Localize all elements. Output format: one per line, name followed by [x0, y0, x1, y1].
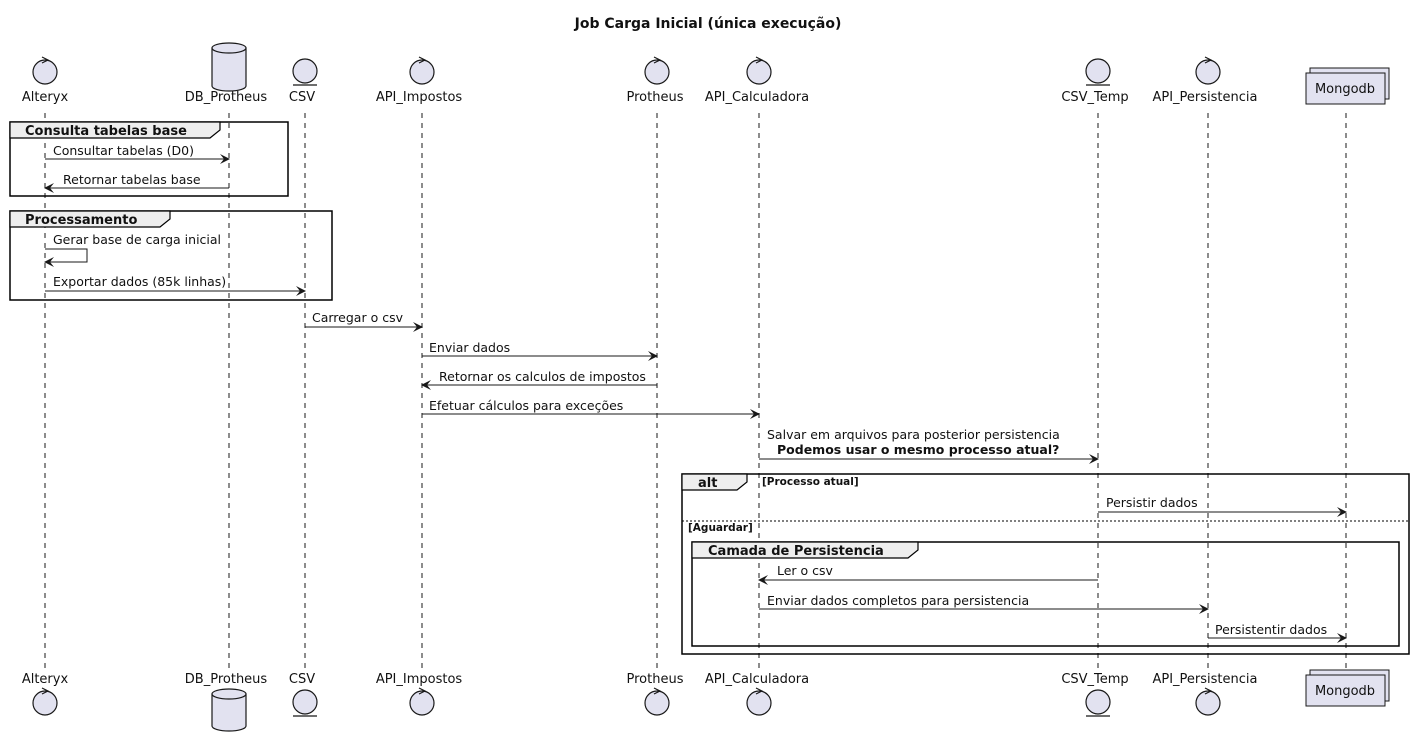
participant-label: CSV: [289, 672, 315, 687]
control-icon: [409, 690, 435, 716]
message-label: Retornar tabelas base: [63, 172, 201, 187]
participant-api-persistencia-top: API_Persistencia: [1152, 56, 1258, 105]
control-icon: [1195, 59, 1221, 85]
lifelines: [44, 113, 1347, 668]
participant-label: CSV: [289, 90, 315, 105]
participant-label: DB_Protheus: [185, 90, 268, 105]
message-label: Efetuar cálculos para exceções: [429, 398, 623, 413]
message-label: Persistir dados: [1106, 495, 1198, 510]
group-label: Camada de Persistencia: [708, 544, 884, 559]
message-label: Salvar em arquivos para posterior persis…: [767, 427, 1060, 442]
control-arrow-icon: [41, 56, 50, 64]
entity-icon: [292, 58, 318, 84]
participant-protheus-top: Protheus: [627, 56, 684, 105]
participant-label: Mongodb: [1315, 684, 1375, 699]
alt-else-condition: [Aguardar]: [688, 522, 753, 534]
group-consulta-tabelas-base: Consulta tabelas base: [9, 121, 289, 197]
control-icon: [644, 690, 670, 716]
control-icon: [746, 59, 772, 85]
participant-csv-temp-top: CSV_Temp: [1061, 58, 1129, 105]
entity-icon: [1085, 58, 1111, 84]
participant-label: Protheus: [627, 672, 684, 687]
message-label: Carregar o csv: [312, 310, 404, 325]
diagram-title: Job Carga Inicial (única execução): [574, 16, 842, 32]
participant-api-calculadora-bottom: API_Calculadora: [705, 672, 809, 716]
participant-label: API_Persistencia: [1152, 90, 1257, 105]
participant-label: CSV_Temp: [1061, 90, 1128, 105]
participant-alteryx-bottom: Alteryx: [22, 672, 69, 716]
participant-label: API_Impostos: [376, 90, 463, 105]
participant-db-protheus-top: DB_Protheus: [185, 42, 268, 105]
message-label: Enviar dados: [429, 340, 510, 355]
participant-mongodb-bottom: Mongodb: [1305, 669, 1390, 707]
message-label-note: Podemos usar o mesmo processo atual?: [777, 442, 1059, 457]
participant-label: Alteryx: [22, 90, 69, 105]
control-icon: [409, 59, 435, 85]
participant-alteryx-top: Alteryx: [22, 56, 69, 105]
group-alt: alt [Processo atual] [Aguardar]: [681, 473, 1410, 655]
message-label: Ler o csv: [777, 563, 834, 578]
participant-csv-bottom: CSV: [289, 672, 318, 717]
group-label: Consulta tabelas base: [25, 124, 187, 139]
message-label: Retornar os calculos de impostos: [439, 369, 646, 384]
participant-db-protheus-bottom: DB_Protheus: [185, 672, 268, 732]
participant-label: API_Calculadora: [705, 672, 809, 687]
participant-label: DB_Protheus: [185, 672, 268, 687]
participant-csv-top: CSV: [289, 58, 318, 105]
participant-label: Mongodb: [1315, 82, 1375, 97]
group-label: Processamento: [25, 213, 137, 228]
participant-api-impostos-top: API_Impostos: [376, 56, 463, 105]
participant-csv-temp-bottom: CSV_Temp: [1061, 672, 1129, 717]
participant-protheus-bottom: Protheus: [627, 672, 684, 716]
group-camada-de-persistencia: Camada de Persistencia: [691, 541, 1400, 647]
control-icon: [644, 59, 670, 85]
participant-label: API_Persistencia: [1152, 672, 1257, 687]
participant-label: Protheus: [627, 90, 684, 105]
message-label: Consultar tabelas (D0): [53, 143, 194, 158]
control-icon: [746, 690, 772, 716]
participant-label: Alteryx: [22, 672, 69, 687]
control-icon: [32, 59, 58, 85]
entity-icon: [292, 689, 318, 715]
message-label: Enviar dados completos para persistencia: [767, 593, 1029, 608]
message-self-arrow: [44, 248, 88, 267]
participant-api-impostos-bottom: API_Impostos: [376, 672, 463, 716]
message-label: Exportar dados (85k linhas): [53, 274, 226, 289]
message-label: Gerar base de carga inicial: [53, 232, 221, 247]
database-icon: [211, 694, 247, 732]
control-icon: [32, 690, 58, 716]
participant-api-calculadora-top: API_Calculadora: [705, 56, 809, 105]
alt-condition: [Processo atual]: [762, 476, 859, 488]
participant-label: API_Calculadora: [705, 90, 809, 105]
entity-icon: [1085, 689, 1111, 715]
participant-api-persistencia-bottom: API_Persistencia: [1152, 672, 1258, 716]
database-icon: [211, 48, 247, 92]
group-processamento: Processamento: [9, 210, 333, 301]
alt-label: alt: [698, 476, 717, 491]
message-labels: Consultar tabelas (D0) Retornar tabelas …: [53, 143, 1327, 637]
participant-mongodb-top: Mongodb: [1305, 67, 1390, 105]
control-icon: [1195, 690, 1221, 716]
participant-label: API_Impostos: [376, 672, 463, 687]
participant-label: CSV_Temp: [1061, 672, 1128, 687]
message-label: Persistentir dados: [1215, 622, 1327, 637]
